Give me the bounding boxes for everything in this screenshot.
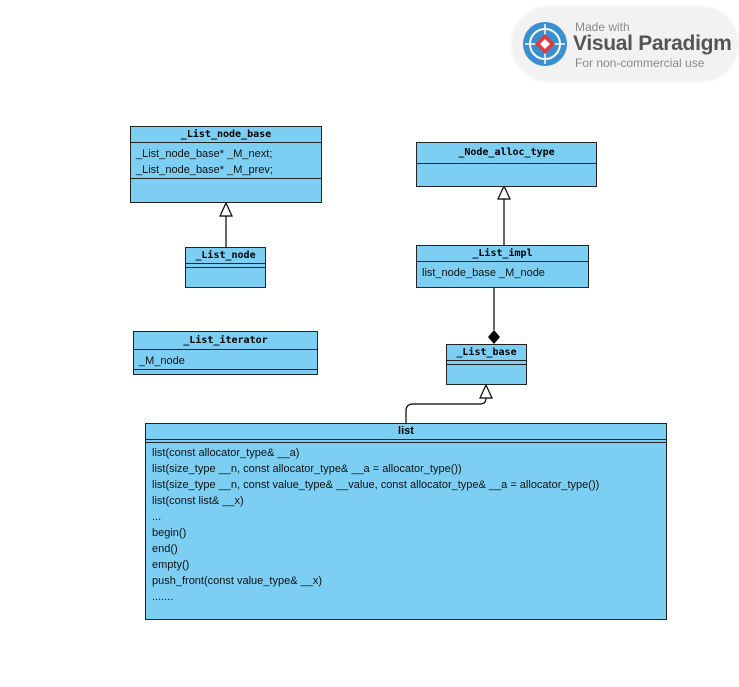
visual-paradigm-logo-icon	[523, 22, 567, 66]
class-name: _List_node_base	[131, 127, 321, 143]
class-name: _List_iterator	[134, 332, 317, 350]
operation: .......	[152, 591, 174, 603]
generalization-line-list	[405, 397, 487, 423]
operation: list(size_type __n, const value_type& __…	[152, 479, 600, 491]
operation: empty()	[152, 559, 190, 571]
operation: list(const list& __x)	[152, 495, 244, 507]
operation: push_front(const value_type& __x)	[152, 575, 322, 587]
watermark-brand: Visual Paradigm	[573, 32, 732, 55]
watermark-line3: For non-commercial use	[575, 56, 705, 70]
class-name: _List_impl	[417, 246, 588, 262]
class-attributes: list_node_base _M_node	[417, 262, 588, 283]
operation: ...	[152, 511, 162, 523]
attribute: _List_node_base* _M_prev;	[136, 164, 273, 176]
class-name: _List_base	[447, 345, 526, 361]
class-list-base[interactable]: _List_base	[446, 344, 527, 385]
class-name: _List_node	[186, 248, 265, 264]
visual-paradigm-watermark: Made with Visual Paradigm For non-commer…	[513, 8, 737, 80]
generalization-arrowhead-icon	[219, 201, 233, 217]
watermark-line1: Made with	[575, 20, 630, 34]
attribute: _M_node	[139, 355, 185, 367]
class-list-node[interactable]: _List_node	[185, 247, 266, 288]
class-attributes: _M_node	[134, 350, 317, 370]
class-list-node-base[interactable]: _List_node_base _List_node_base* _M_next…	[130, 126, 322, 203]
class-node-alloc-type[interactable]: _Node_alloc_type	[416, 142, 597, 187]
composition-diamond-icon	[488, 330, 500, 344]
class-list-impl[interactable]: _List_impl list_node_base _M_node	[416, 245, 589, 288]
class-attributes: _List_node_base* _M_next; _List_node_bas…	[131, 143, 321, 179]
generalization-arrowhead-icon	[479, 383, 493, 399]
class-operations: list(const allocator_type& __a) list(siz…	[146, 443, 666, 607]
class-list[interactable]: list list(const allocator_type& __a) lis…	[145, 423, 667, 620]
operation: list(size_type __n, const allocator_type…	[152, 463, 462, 475]
class-attributes	[146, 440, 666, 443]
class-list-iterator[interactable]: _List_iterator _M_node	[133, 331, 318, 375]
class-attributes	[447, 361, 526, 365]
class-name: list	[146, 424, 666, 440]
operation: list(const allocator_type& __a)	[152, 447, 300, 459]
class-name: _Node_alloc_type	[417, 143, 596, 164]
operation: end()	[152, 543, 178, 555]
attribute: _List_node_base* _M_next;	[136, 148, 273, 160]
generalization-arrowhead-icon	[497, 184, 511, 200]
operation: begin()	[152, 527, 187, 539]
class-attributes	[186, 264, 265, 268]
attribute: list_node_base _M_node	[422, 267, 545, 279]
